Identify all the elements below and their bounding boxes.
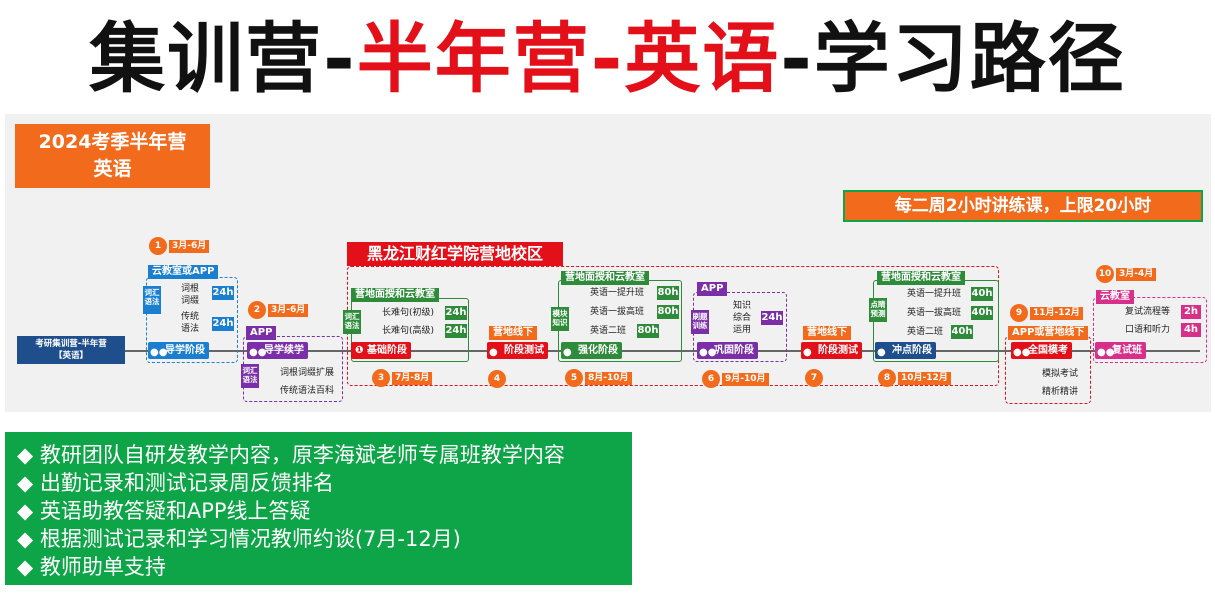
- stage-3-side-label: 词汇 语法: [343, 310, 361, 334]
- stage-8-hours-3: 40h: [951, 325, 973, 339]
- stage-2-side-label: 词汇 语法: [241, 364, 259, 388]
- stage-5-hours-3: 80h: [637, 324, 659, 338]
- date-tag-8: 10月-12月: [898, 372, 951, 385]
- stage-4-header: 营地线下: [489, 326, 537, 340]
- date-tag-1: 3月-6月: [169, 240, 210, 253]
- stage-5-side-label: 模块 知识: [551, 307, 569, 331]
- date-tag-3: 7月-8月: [392, 372, 433, 385]
- stage-10-hours-2: 4h: [1181, 323, 1201, 337]
- stage-4-label: ●阶段测试: [487, 342, 548, 359]
- stage-5-item-1: 英语一提升班: [590, 288, 645, 298]
- stage-3-hours-2: 24h: [445, 324, 467, 338]
- date-tag-2: 3月-6月: [268, 304, 309, 317]
- step-number-10: 10: [1096, 265, 1114, 283]
- step-number-8: 8: [878, 369, 896, 387]
- stage-1-hours-1: 24h: [212, 286, 234, 300]
- stage-3-header: 营地面授和云教室: [351, 288, 439, 302]
- timeline-line: [110, 350, 1200, 352]
- people-icon: ●: [563, 347, 572, 358]
- stage-3-item-2: 长难句(高级): [382, 326, 435, 336]
- page-title: 集训营-半年营-英语-学习路径: [89, 14, 1126, 103]
- feature-item-4: ◆ 根据测试记录和学习情况教师约谈(7月-12月): [17, 527, 461, 551]
- stage-3-hours-1: 24h: [445, 306, 467, 320]
- stage-1-hours-2: 24h: [212, 317, 234, 331]
- feature-list: ◆ 教研团队自研发教学内容，原李海斌老师专属班教学内容 ◆ 出勤记录和测试记录周…: [5, 432, 632, 585]
- feature-item-5: ◆ 教师助单支持: [17, 555, 166, 579]
- stage-1-item-2: 传统 语法: [181, 312, 200, 334]
- stage-6-item-1: 知识 综合 运用: [733, 301, 752, 335]
- stage-3-label: ❶ 基础阶段: [351, 342, 411, 359]
- stage-5-hours-2: 80h: [657, 305, 679, 319]
- stage-8-hours-2: 40h: [971, 306, 993, 320]
- stage-1-item-1: 词根 词缀: [181, 284, 200, 306]
- stage-5-label: ●强化阶段: [561, 342, 622, 359]
- feature-item-3: ◆ 英语助教答疑和APP线上答疑: [17, 499, 311, 523]
- step-number-9: 9: [1010, 304, 1028, 322]
- stage-1-header: 云教室或APP: [148, 265, 219, 279]
- stage-8-label: ●冲点阶段: [875, 342, 936, 359]
- stage-8-item-3: 英语二班: [907, 327, 944, 337]
- stage-10-header: 云教室: [1096, 290, 1134, 304]
- season-badge: 2024考季半年营 英语: [15, 124, 210, 188]
- stage-10-label: ●●复试班: [1095, 342, 1146, 359]
- people-icon: ●: [877, 347, 886, 358]
- stage-2-item-1: 词根词缀扩展: [280, 368, 335, 378]
- stage-8-item-1: 英语一提升班: [907, 289, 962, 299]
- feature-item-2: ◆ 出勤记录和测试记录周反馈排名: [17, 471, 334, 495]
- stage-8-item-2: 英语一拔高班: [907, 308, 962, 318]
- date-tag-9: 11月-12月: [1030, 307, 1083, 320]
- hours-note: 每二周2小时讲练课，上限20小时: [843, 190, 1203, 222]
- stage-10-hours-1: 2h: [1181, 305, 1201, 319]
- step-number-2: 2: [248, 301, 266, 319]
- step-number-5: 5: [565, 369, 583, 387]
- stage-5-header: 营地面授和云教室: [561, 271, 649, 285]
- stage-8-header: 营地面授和云教室: [877, 271, 965, 285]
- path-diagram: 2024考季半年营 英语 每二周2小时讲练课，上限20小时 考研集训营-半年营 …: [5, 114, 1211, 412]
- stage-9-header: APP或营地线下: [1008, 326, 1089, 340]
- people-icon: ●: [803, 347, 812, 358]
- date-tag-5: 8月-10月: [585, 372, 632, 385]
- stage-6-side-label: 刷题 训练: [691, 310, 709, 334]
- stage-5-item-3: 英语二班: [590, 326, 627, 336]
- stage-2-item-2: 传统语法百科: [280, 386, 335, 396]
- stage-8-side-label: 点睛 预测: [869, 298, 887, 322]
- stage-6-label: ●●巩固阶段: [697, 342, 758, 359]
- stage-9-item-1: 模拟考试: [1042, 369, 1079, 379]
- stage-9-item-2: 精析精讲: [1042, 387, 1079, 397]
- date-tag-6: 9月-10月: [722, 373, 769, 386]
- step-number-6: 6: [702, 370, 720, 388]
- stage-5-hours-1: 80h: [657, 286, 679, 300]
- stage-1-label: ●●导学阶段: [148, 342, 209, 359]
- stage-8-hours-1: 40h: [971, 287, 993, 301]
- campus-title: 黑龙江财红学院营地校区: [347, 242, 563, 266]
- stage-6-header: APP: [697, 282, 728, 296]
- start-box: 考研集训营-半年营 【英语】: [17, 336, 125, 364]
- date-tag-10: 3月-4月: [1116, 268, 1157, 281]
- stage-7-header: 营地线下: [803, 326, 851, 340]
- step-number-1: 1: [149, 237, 167, 255]
- stage-2-header: APP: [246, 326, 277, 340]
- stage-10-item-1: 复试流程等: [1125, 307, 1171, 317]
- step-number-3: 3: [372, 369, 390, 387]
- step-number-4: 4: [488, 370, 506, 388]
- stage-9-label: ●●全国模考: [1011, 342, 1072, 359]
- step-number-7: 7: [805, 369, 823, 387]
- stage-3-item-1: 长难句(初级): [382, 308, 435, 318]
- stage-10-item-2: 口语和听力: [1125, 325, 1171, 335]
- people-icon: ●●: [150, 347, 168, 358]
- people-icon: ●●: [699, 347, 717, 358]
- feature-item-1: ◆ 教研团队自研发教学内容，原李海斌老师专属班教学内容: [17, 443, 565, 467]
- people-icon: ●●: [1013, 347, 1031, 358]
- people-icon: ●: [489, 347, 498, 358]
- stage-5-item-2: 英语一拔高班: [590, 307, 645, 317]
- stage-2-label: ●●导学续学: [247, 342, 308, 359]
- stage-1-side-label: 词汇 语法: [143, 286, 161, 314]
- people-icon: ●●: [1097, 347, 1115, 358]
- stage-6-hours-1: 24h: [761, 311, 783, 325]
- stage-10-group: [1093, 297, 1207, 363]
- stage-7-label: ●阶段测试: [801, 342, 862, 359]
- people-icon: ●●: [249, 347, 267, 358]
